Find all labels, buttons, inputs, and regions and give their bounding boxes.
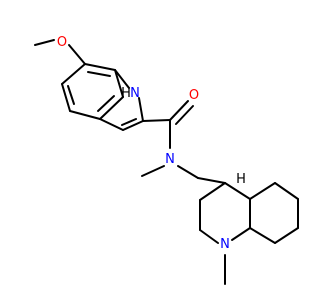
o-aryl-bond	[68, 44, 86, 65]
stereo-hydrogen-label: H	[236, 172, 246, 187]
ring-bond	[114, 69, 124, 98]
ring-bond	[61, 83, 71, 112]
ring-bond	[99, 118, 124, 131]
indole-hydrogen-label: H	[121, 86, 131, 101]
indole-nitrogen-label: N	[130, 86, 140, 101]
quinolizidine-system	[197, 177, 299, 285]
chemical-structure-diagram: O N H O N H N	[34, 35, 299, 285]
methyl-o-bond	[34, 39, 55, 46]
ring-bond	[249, 182, 276, 200]
ring-bond	[69, 110, 101, 120]
n-methylene-bond	[177, 165, 199, 179]
aromatic-inner-bond	[121, 118, 137, 126]
n-methyl-bond	[141, 165, 165, 177]
ring-bond	[249, 227, 276, 244]
aromatic-inner-bond	[97, 95, 115, 112]
stereo-bond	[197, 177, 226, 184]
amide-nitrogen-label: N	[165, 152, 175, 167]
ring-bond	[61, 63, 86, 85]
ring-bond	[274, 182, 299, 200]
carbonyl-oxygen-label: O	[189, 88, 199, 103]
ring-bond	[224, 182, 251, 200]
methoxy-group	[34, 39, 86, 65]
ring-bond	[274, 227, 299, 244]
ring-bond	[114, 69, 130, 89]
ring-bond	[84, 63, 116, 71]
carbonyl-double-bond	[169, 100, 189, 121]
methoxy-oxygen-label: O	[57, 35, 67, 50]
ring-bond	[199, 182, 226, 201]
ring-bond	[231, 227, 251, 241]
amide-group	[141, 100, 199, 179]
c2-carbonyl-bond	[142, 119, 171, 122]
ring-bond	[122, 120, 144, 131]
aromatic-inner-bond	[67, 85, 75, 105]
aromatic-inner-bond	[87, 71, 111, 77]
indole-benzene-ring	[61, 63, 124, 120]
bridgehead-nitrogen-label: N	[220, 237, 230, 252]
carbonyl-double-bond	[175, 105, 194, 125]
indole-pyrrole-ring	[99, 69, 144, 131]
ring-bond	[99, 96, 124, 120]
ring-bond	[199, 229, 219, 244]
ring-bond	[138, 97, 144, 122]
